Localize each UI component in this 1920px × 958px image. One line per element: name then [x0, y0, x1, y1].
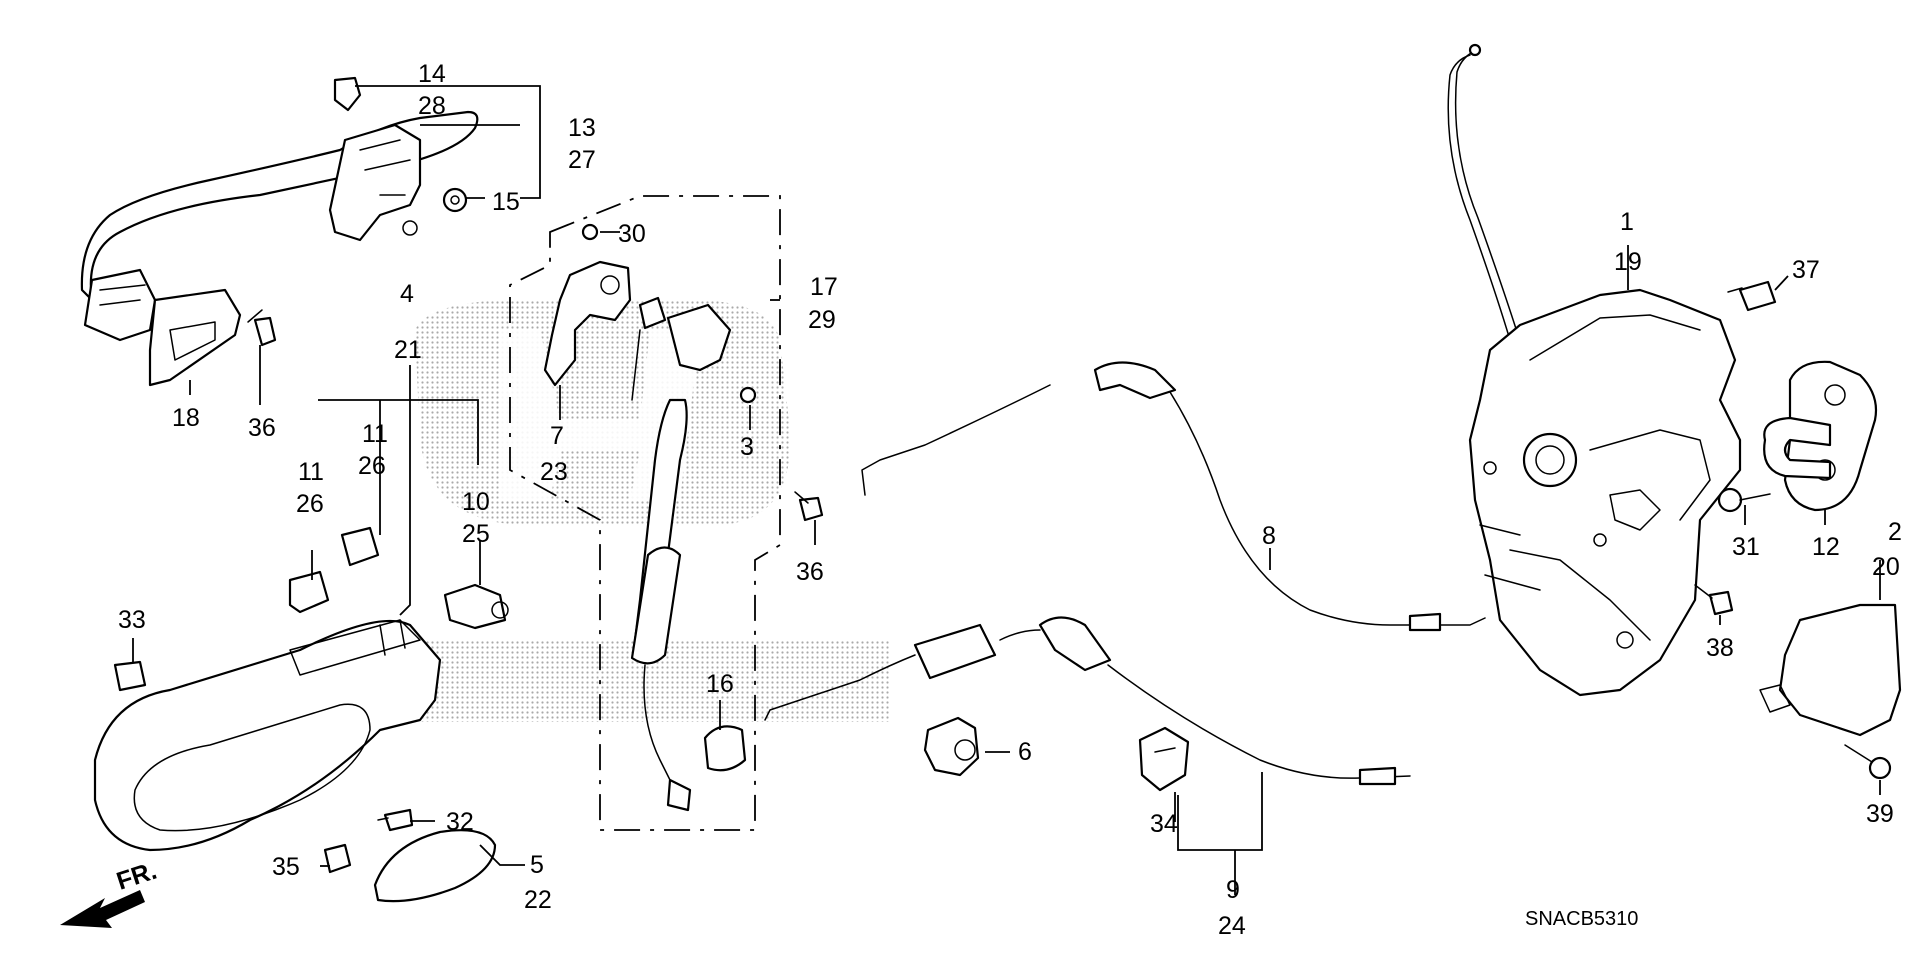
callout-5: 5	[530, 851, 544, 879]
screw-32[interactable]	[377, 808, 414, 832]
clip-14[interactable]	[333, 76, 362, 112]
callout-29: 29	[808, 306, 836, 334]
base-pad-18[interactable]	[148, 288, 242, 387]
callout-10: 10	[462, 488, 490, 516]
clip-34[interactable]	[1138, 726, 1190, 792]
callout-26a: 26	[296, 490, 324, 518]
clip-33[interactable]	[113, 660, 147, 692]
callout-30: 30	[618, 220, 646, 248]
callout-27: 27	[568, 146, 596, 174]
clip-35[interactable]	[323, 843, 352, 874]
callout-36b: 36	[796, 558, 824, 586]
callout-18: 18	[172, 404, 200, 432]
callout-20: 20	[1872, 553, 1900, 581]
callout-11a: 11	[298, 458, 324, 486]
callout-36a: 36	[248, 414, 276, 442]
callout-31: 31	[1732, 533, 1760, 561]
screw-30[interactable]	[581, 223, 599, 241]
callout-13: 13	[568, 114, 596, 142]
striker-12[interactable]	[1763, 360, 1878, 512]
callout-11b: 11	[362, 420, 388, 448]
cable-9[interactable]	[764, 616, 1411, 786]
cable-8[interactable]	[861, 361, 1486, 632]
callout-14: 14	[418, 60, 446, 88]
bolt-36b[interactable]	[794, 491, 824, 522]
screw-3[interactable]	[739, 386, 757, 404]
callout-28: 28	[418, 92, 446, 120]
callout-labels: 14 28 13 27 15 18 36 4 21 11 26 11 26 10…	[118, 60, 1902, 940]
grommet-16[interactable]	[703, 725, 747, 772]
clip-6[interactable]	[923, 716, 980, 777]
callout-1: 1	[1620, 208, 1634, 236]
rod[interactable]	[1447, 43, 1519, 341]
callout-3: 3	[740, 433, 754, 461]
callout-21: 21	[394, 336, 422, 364]
direction-label: FR.	[113, 857, 160, 896]
callout-15: 15	[492, 188, 520, 216]
callout-6: 6	[1018, 738, 1032, 766]
callout-2: 2	[1888, 518, 1902, 546]
callout-7: 7	[550, 422, 564, 450]
clip-10[interactable]	[443, 583, 509, 630]
clip-11b[interactable]	[340, 526, 380, 567]
callout-12: 12	[1812, 533, 1840, 561]
callout-16: 16	[706, 670, 734, 698]
screw-31[interactable]	[1717, 487, 1771, 513]
diagram-code: SNACB5310	[1525, 908, 1638, 930]
callout-4: 4	[400, 280, 414, 308]
callout-25: 25	[462, 520, 490, 548]
nut-15[interactable]	[442, 187, 468, 213]
screw-37[interactable]	[1727, 280, 1777, 312]
bolt-38[interactable]	[1694, 584, 1734, 616]
callout-32: 32	[446, 808, 474, 836]
lock-cylinder[interactable]	[630, 296, 732, 812]
screw-39[interactable]	[1844, 744, 1892, 780]
leader-lines	[132, 85, 1881, 895]
callout-38: 38	[1706, 634, 1734, 662]
callout-8: 8	[1262, 522, 1276, 550]
callout-17: 17	[810, 273, 838, 301]
clip-11a[interactable]	[288, 570, 330, 614]
cylinder-group-outline	[509, 195, 781, 831]
callout-35: 35	[272, 853, 300, 881]
cap-5[interactable]	[373, 829, 497, 903]
callout-23: 23	[540, 458, 568, 486]
outer-handle[interactable]	[80, 110, 479, 342]
cylinder-bracket-7[interactable]	[543, 260, 632, 387]
callout-24: 24	[1218, 912, 1246, 940]
callout-34: 34	[1150, 810, 1178, 838]
callout-33: 33	[118, 606, 146, 634]
callout-26b: 26	[358, 452, 386, 480]
cover-2[interactable]	[1759, 603, 1902, 737]
callout-22: 22	[524, 886, 552, 914]
callout-39: 39	[1866, 800, 1894, 828]
callout-37: 37	[1792, 256, 1820, 284]
callout-9: 9	[1226, 876, 1240, 904]
callout-19: 19	[1614, 248, 1642, 276]
inner-handle[interactable]	[93, 619, 442, 852]
bolt-36a[interactable]	[247, 309, 277, 347]
latch-actuator[interactable]	[1468, 288, 1742, 697]
front-direction-arrow: FR.	[60, 857, 160, 928]
